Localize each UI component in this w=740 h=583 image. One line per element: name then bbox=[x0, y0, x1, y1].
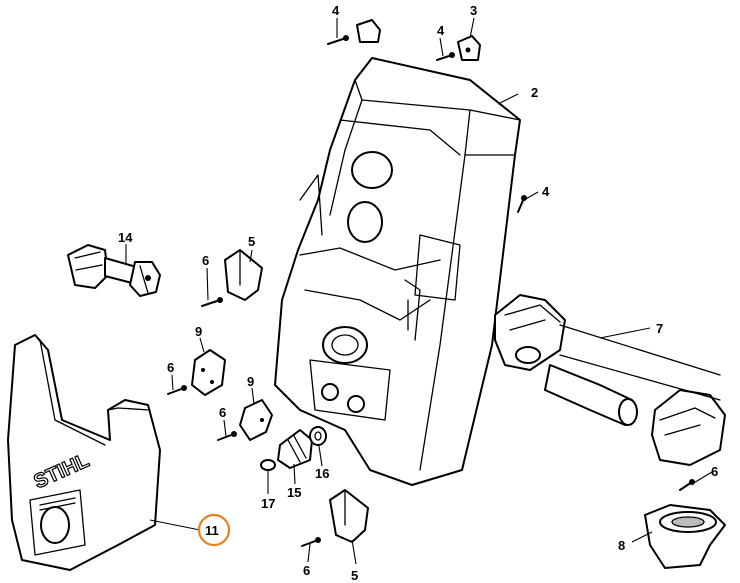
block-lower-9 bbox=[239, 399, 273, 441]
callout-4-right: 4 bbox=[542, 184, 550, 199]
callout-labels: 2 3 4 4 4 5 5 6 6 6 6 6 7 8 9 9 11 14 15… bbox=[118, 3, 718, 583]
housing-middle-hole bbox=[347, 201, 383, 243]
callout-9-b: 9 bbox=[247, 374, 254, 389]
main-housing bbox=[274, 57, 521, 486]
callout-14: 14 bbox=[118, 230, 133, 245]
callout-6-e: 6 bbox=[711, 464, 718, 479]
callout-5-lower: 5 bbox=[351, 568, 358, 583]
callout-6-a: 6 bbox=[202, 253, 209, 268]
block-upper-9 bbox=[191, 349, 226, 396]
callout-15: 15 bbox=[287, 485, 301, 500]
seal-ring-16 bbox=[309, 426, 327, 446]
callout-6-d: 6 bbox=[303, 563, 310, 578]
cup-holder bbox=[644, 504, 726, 569]
callout-5-upper: 5 bbox=[248, 234, 255, 249]
housing-upper-hole bbox=[351, 151, 393, 189]
callout-6-b: 6 bbox=[167, 360, 174, 375]
connector-15 bbox=[277, 429, 313, 469]
clip-part-3 bbox=[457, 35, 481, 61]
callout-9-a: 9 bbox=[195, 324, 202, 339]
front-cover: STIHL bbox=[7, 334, 161, 571]
leader-lines bbox=[125, 17, 713, 565]
callout-11: 11 bbox=[205, 523, 219, 538]
bracket-upper-5 bbox=[224, 249, 263, 301]
callout-8: 8 bbox=[618, 538, 625, 553]
impeller-hub bbox=[67, 244, 161, 297]
callout-7: 7 bbox=[656, 321, 663, 336]
cover-outlet-hole bbox=[40, 506, 70, 544]
callout-16: 16 bbox=[315, 466, 329, 481]
hose-hook-assembly bbox=[494, 294, 726, 466]
callout-4-top: 4 bbox=[437, 23, 445, 38]
callout-3: 3 bbox=[470, 3, 477, 18]
callout-6-c: 6 bbox=[219, 405, 226, 420]
callout-11-highlight bbox=[197, 513, 231, 547]
o-ring-17 bbox=[260, 459, 276, 471]
bracket-lower-5 bbox=[329, 489, 369, 543]
callout-2: 2 bbox=[531, 85, 538, 100]
screws bbox=[167, 35, 695, 547]
clip-top-left bbox=[356, 19, 381, 43]
housing-pump-port bbox=[322, 326, 368, 364]
callout-17: 17 bbox=[261, 496, 275, 511]
callout-4-top-left: 4 bbox=[332, 3, 340, 18]
